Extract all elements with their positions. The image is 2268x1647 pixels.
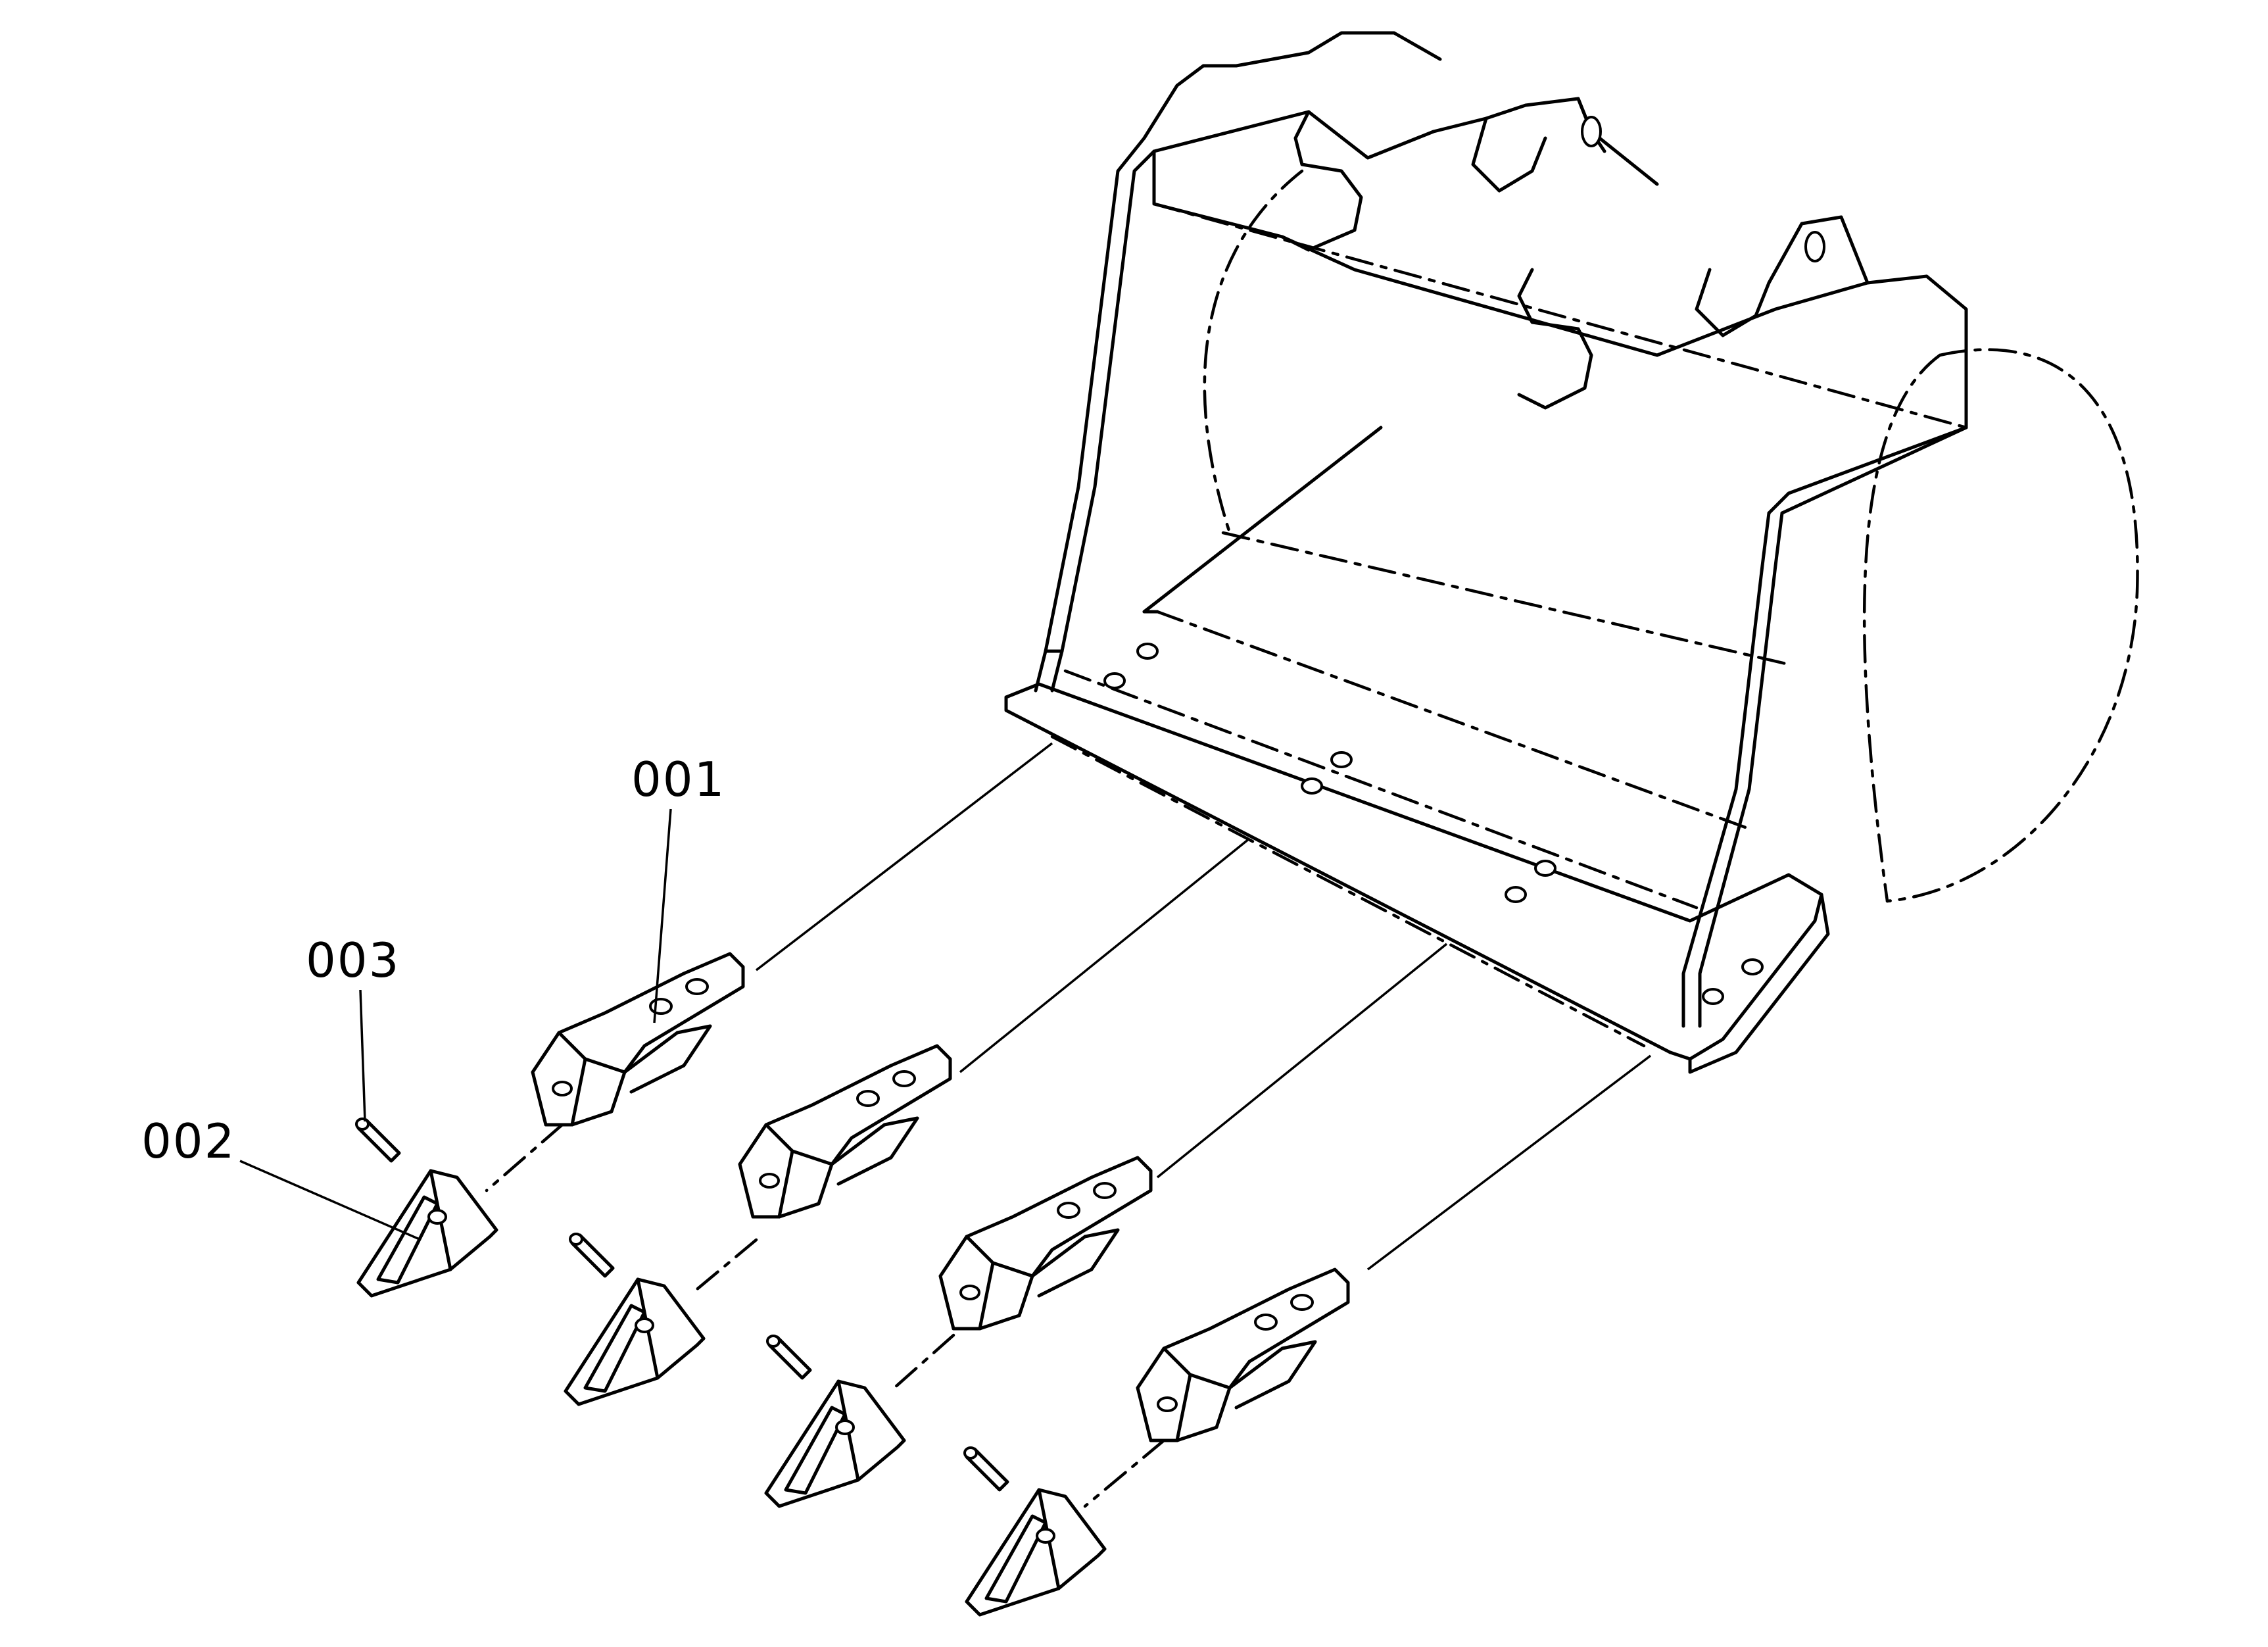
pin-1 [356, 1119, 399, 1161]
tooth-point-3 [766, 1381, 904, 1506]
pin-2 [570, 1234, 613, 1276]
callout-003: 003 [306, 933, 400, 1122]
pin-4 [965, 1448, 1007, 1490]
tooth-adapter-1 [533, 954, 743, 1125]
bucket-body [1004, 31, 2139, 1074]
callout-001: 001 [631, 752, 725, 1023]
callout-label-001: 001 [631, 752, 725, 807]
callout-002: 002 [141, 1114, 422, 1241]
pin-3 [767, 1336, 810, 1378]
tooth-adapter-2 [740, 1046, 950, 1217]
tooth-point-1 [358, 1171, 496, 1296]
tooth-point-2 [566, 1279, 704, 1404]
tooth-adapter-4 [1138, 1269, 1348, 1440]
tooth-adapter-3 [940, 1158, 1151, 1329]
tooth-point-4 [967, 1490, 1105, 1615]
callout-label-003: 003 [306, 933, 400, 988]
assembly-lines [485, 742, 1652, 1508]
callout-label-002: 002 [141, 1114, 235, 1169]
